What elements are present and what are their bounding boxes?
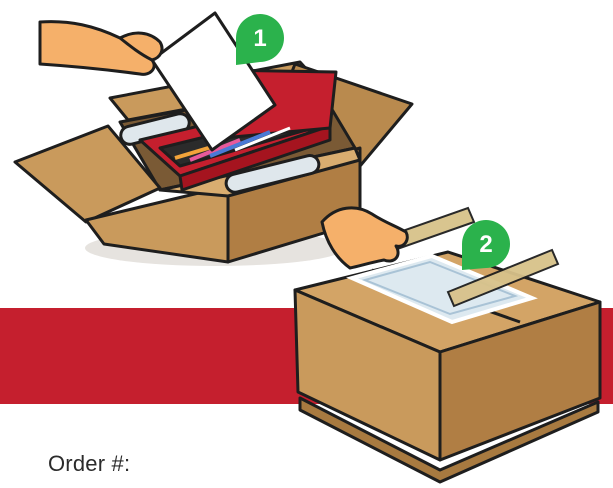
hand-icon — [322, 208, 407, 268]
step-1-badge-icon: 1 — [236, 14, 284, 65]
step-2-badge-icon: 2 — [462, 220, 510, 270]
step-2-number: 2 — [479, 231, 492, 258]
hand-icon — [40, 22, 162, 75]
step-1-number: 1 — [253, 25, 266, 52]
order-number-label: Order #: — [48, 451, 130, 477]
